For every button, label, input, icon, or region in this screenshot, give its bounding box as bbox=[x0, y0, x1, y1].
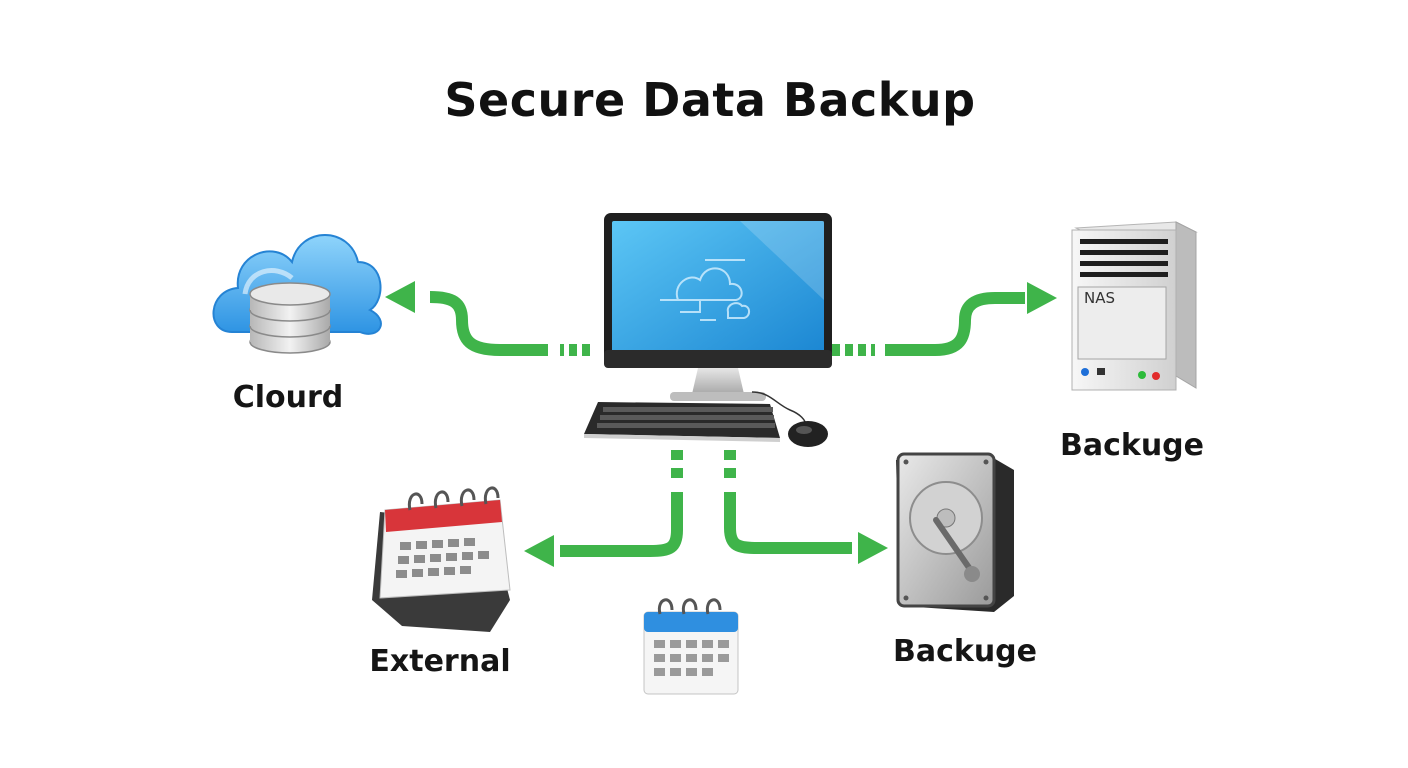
nas-label: Backuge bbox=[1060, 428, 1204, 463]
hard-drive-icon bbox=[896, 452, 1014, 612]
nas-device-text: NAS bbox=[1084, 289, 1115, 307]
diagram-title: Secure Data Backup bbox=[444, 73, 975, 127]
cloud-database-icon bbox=[212, 234, 382, 354]
arrowhead-icon bbox=[524, 535, 554, 567]
arrowhead-icon bbox=[1027, 282, 1057, 314]
schedule-calendar-icon bbox=[643, 598, 739, 695]
external-label: External bbox=[369, 644, 510, 679]
desktop-computer-icon bbox=[584, 213, 832, 447]
connector-to-nas bbox=[832, 282, 1057, 356]
cloud-label: Clourd bbox=[233, 380, 344, 415]
connector-to-hdd bbox=[724, 450, 888, 564]
external-calendar-icon bbox=[372, 486, 511, 632]
arrowhead-icon bbox=[385, 281, 415, 313]
hdd-label: Backuge bbox=[893, 634, 1037, 669]
connector-to-cloud bbox=[385, 281, 590, 356]
arrowhead-icon bbox=[858, 532, 888, 564]
nas-server-icon: NAS bbox=[1071, 221, 1198, 391]
connector-to-external bbox=[524, 450, 683, 567]
